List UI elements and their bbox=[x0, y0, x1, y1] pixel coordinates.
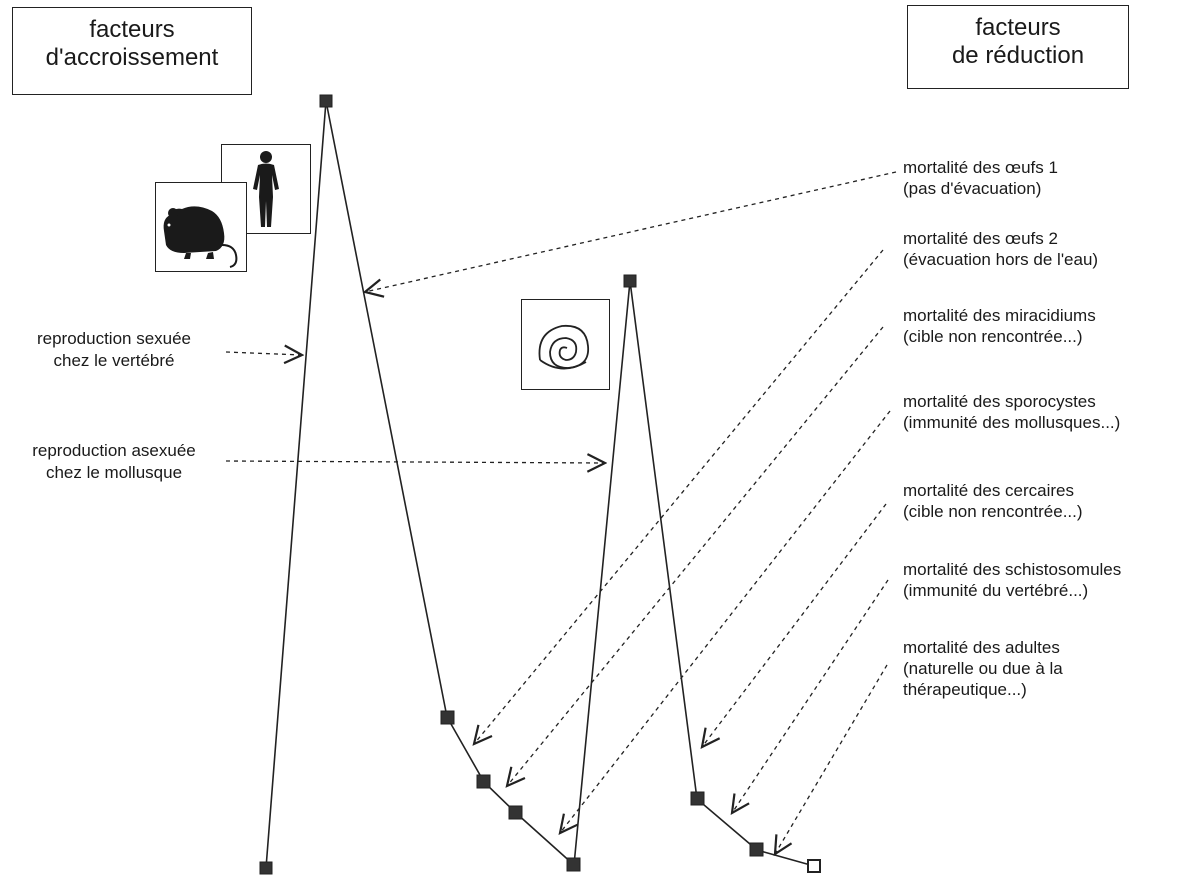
mortality-cause: (cible non rencontrée...) bbox=[903, 502, 1083, 521]
arrow-cercaire-mortality bbox=[702, 503, 887, 747]
asexual-reproduction-label: reproduction asexuée chez le mollusque bbox=[6, 440, 222, 484]
mortality-title: mortalité des œufs 2 bbox=[903, 229, 1058, 248]
population-curve bbox=[265, 100, 815, 869]
node-peak-mollusc bbox=[623, 274, 637, 288]
mortality-eggs-1: mortalité des œufs 1 (pas d'évacuation) bbox=[903, 157, 1058, 199]
mortality-title: mortalité des schistosomules bbox=[903, 560, 1122, 579]
node-peak-vertebrate bbox=[319, 94, 333, 108]
curve-nodes bbox=[259, 94, 821, 875]
rodent-icon bbox=[163, 206, 238, 268]
increase-factors-line-1: facteurs bbox=[89, 16, 175, 43]
mortality-cause: (immunité du vertébré...) bbox=[903, 581, 1089, 600]
snail-host-panel bbox=[521, 299, 610, 390]
node-mollusc-low bbox=[566, 857, 581, 872]
curve-segment-vertebrate bbox=[265, 100, 575, 869]
node-sporocyst bbox=[476, 774, 491, 789]
mortality-title: mortalité des adultes bbox=[903, 638, 1060, 657]
asexual-reproduction-line-1: reproduction asexuée bbox=[32, 441, 196, 460]
mortality-cause: (cible non rencontrée...) bbox=[903, 327, 1083, 346]
node-cercaire bbox=[690, 791, 705, 806]
mortality-eggs-2: mortalité des œufs 2 (évacuation hors de… bbox=[903, 228, 1098, 270]
mortality-miracidiums: mortalité des miracidiums (cible non ren… bbox=[903, 305, 1096, 347]
node-sporocyst-2 bbox=[508, 805, 523, 820]
mortality-title: mortalité des œufs 1 bbox=[903, 158, 1058, 177]
arrow-sexual-reproduction bbox=[225, 352, 302, 355]
mortality-cause: (évacuation hors de l'eau) bbox=[903, 250, 1099, 269]
node-start bbox=[259, 861, 273, 875]
node-schistosomule bbox=[749, 842, 764, 857]
arrow-egg-mortality-1 bbox=[365, 171, 897, 292]
arrow-egg-mortality-2 bbox=[474, 249, 884, 744]
mortality-title: mortalité des sporocystes bbox=[903, 392, 1096, 411]
mortality-cause: (immunité des mollusques...) bbox=[903, 413, 1121, 432]
increase-factors-line-2: d'accroissement bbox=[45, 44, 219, 71]
mortality-sporocystes: mortalité des sporocystes (immunité des … bbox=[903, 391, 1120, 433]
snail-shell-icon bbox=[538, 324, 590, 370]
node-miracidium bbox=[440, 710, 455, 725]
rodent-host-panel bbox=[155, 182, 247, 272]
increase-arrows bbox=[225, 352, 605, 463]
arrow-asexual-reproduction bbox=[225, 461, 605, 463]
human-icon bbox=[253, 151, 279, 227]
mortality-cause-cont: thérapeutique...) bbox=[903, 680, 1027, 699]
mortality-cause: (naturelle ou due à la bbox=[903, 659, 1063, 678]
mortality-schistosomules: mortalité des schistosomules (immunité d… bbox=[903, 559, 1121, 601]
increase-factors-header: facteurs d'accroissement bbox=[12, 7, 252, 95]
reduction-arrows bbox=[365, 171, 897, 854]
mortality-cause: (pas d'évacuation) bbox=[903, 179, 1042, 198]
mortality-title: mortalité des cercaires bbox=[903, 481, 1075, 500]
arrow-sporocyst-mortality bbox=[560, 410, 891, 833]
reduction-factors-header: facteurs de réduction bbox=[907, 5, 1129, 89]
curve-segment-mollusc bbox=[573, 280, 815, 867]
reduction-factors-line-1: facteurs bbox=[975, 14, 1061, 41]
node-adult-end bbox=[807, 859, 821, 873]
sexual-reproduction-label: reproduction sexuée chez le vertébré bbox=[12, 328, 216, 372]
mortality-cercaires: mortalité des cercaires (cible non renco… bbox=[903, 480, 1083, 522]
arrow-miracidium-mortality bbox=[507, 326, 884, 786]
arrow-adult-mortality bbox=[775, 664, 888, 854]
arrow-schistosomule-mortality bbox=[732, 579, 889, 813]
reduction-factors-line-2: de réduction bbox=[951, 42, 1085, 69]
sexual-reproduction-line-2: chez le vertébré bbox=[53, 351, 175, 370]
mortality-adultes: mortalité des adultes (naturelle ou due … bbox=[903, 637, 1063, 700]
mortality-title: mortalité des miracidiums bbox=[903, 306, 1096, 325]
asexual-reproduction-line-2: chez le mollusque bbox=[45, 463, 183, 482]
sexual-reproduction-line-1: reproduction sexuée bbox=[36, 329, 192, 348]
